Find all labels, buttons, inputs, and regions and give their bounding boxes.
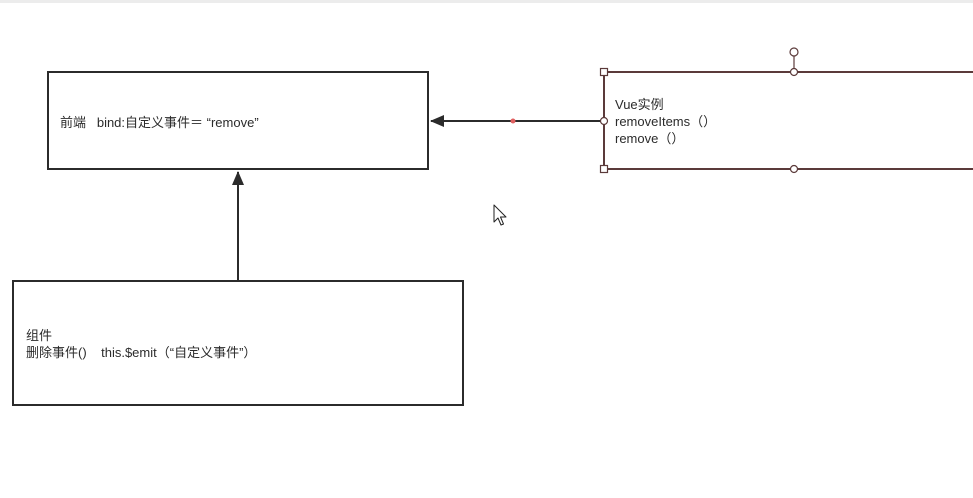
connector-midpoint-handle[interactable] [510, 118, 516, 124]
rotation-handle[interactable] [789, 47, 799, 57]
component-emit-line: 删除事件() this.$emit（“自定义事件”） [26, 345, 257, 360]
vue-instance-method-remove: remove（） [615, 131, 685, 146]
frontend-node-label: 前端 bind:自定义事件＝ “remove” [60, 114, 259, 131]
mouse-pointer-icon [493, 204, 507, 226]
component-node-label: 组件 删除事件() this.$emit（“自定义事件”） [26, 327, 256, 361]
vue-instance-method-removeitems: removeItems（） [615, 114, 717, 129]
top-toolbar-strip [0, 0, 973, 3]
vue-instance-title: Vue实例 [615, 97, 664, 112]
component-node-box[interactable] [12, 280, 464, 406]
vue-instance-node-label: Vue实例 removeItems（） remove（） [615, 96, 716, 147]
resize-handle-top[interactable] [789, 67, 799, 77]
frontend-node-box[interactable] [47, 71, 429, 170]
resize-handle-bottom-left[interactable] [599, 164, 609, 174]
resize-handle-left[interactable] [599, 116, 609, 126]
resize-handle-bottom[interactable] [789, 164, 799, 174]
component-title: 组件 [26, 328, 53, 343]
frontend-node-text: 前端 bind:自定义事件＝ “remove” [60, 115, 259, 130]
resize-handle-top-left[interactable] [599, 67, 609, 77]
